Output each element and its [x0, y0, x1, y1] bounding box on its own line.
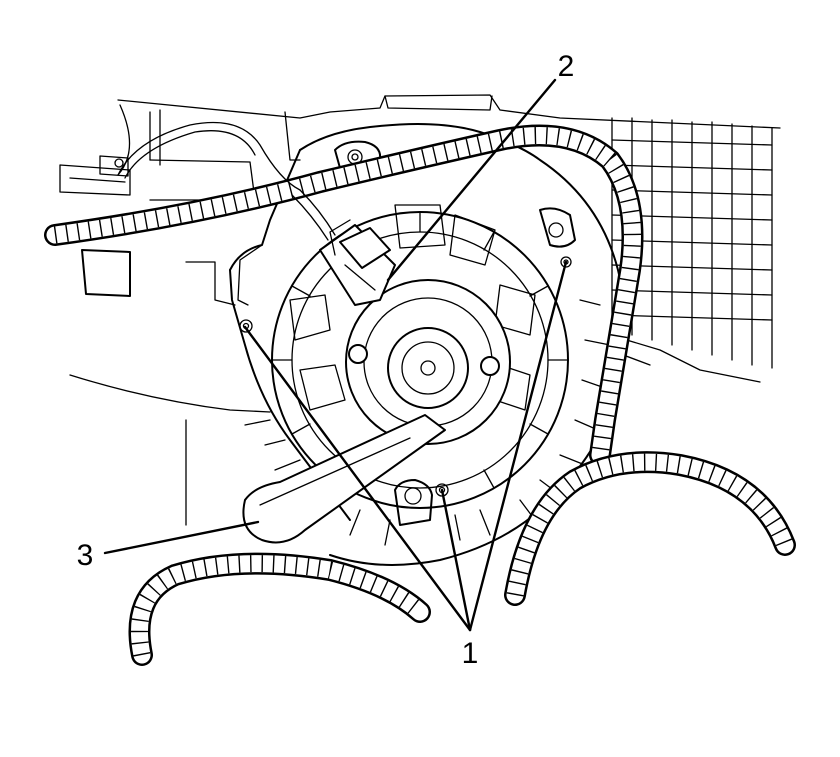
- wiring-harness: [44, 121, 796, 666]
- leader-1a: [243, 325, 472, 632]
- leader-1b: [440, 488, 472, 632]
- callout-labels: 1 2 3: [77, 50, 575, 670]
- callout-leaders: [103, 78, 568, 632]
- hvac-housing: [59, 94, 781, 526]
- leader-1c: [468, 260, 568, 632]
- callout-2: 2: [558, 50, 575, 83]
- evaporator-grid: [611, 117, 773, 369]
- callout-1: 1: [462, 637, 479, 670]
- blower-motor: [345, 279, 511, 445]
- electrical-connector: [319, 219, 396, 306]
- leader-3: [103, 520, 260, 555]
- blower-wheel: [244, 204, 611, 546]
- callout-3: 3: [77, 539, 94, 572]
- leader-2: [386, 78, 557, 282]
- removal-tool: [242, 414, 446, 544]
